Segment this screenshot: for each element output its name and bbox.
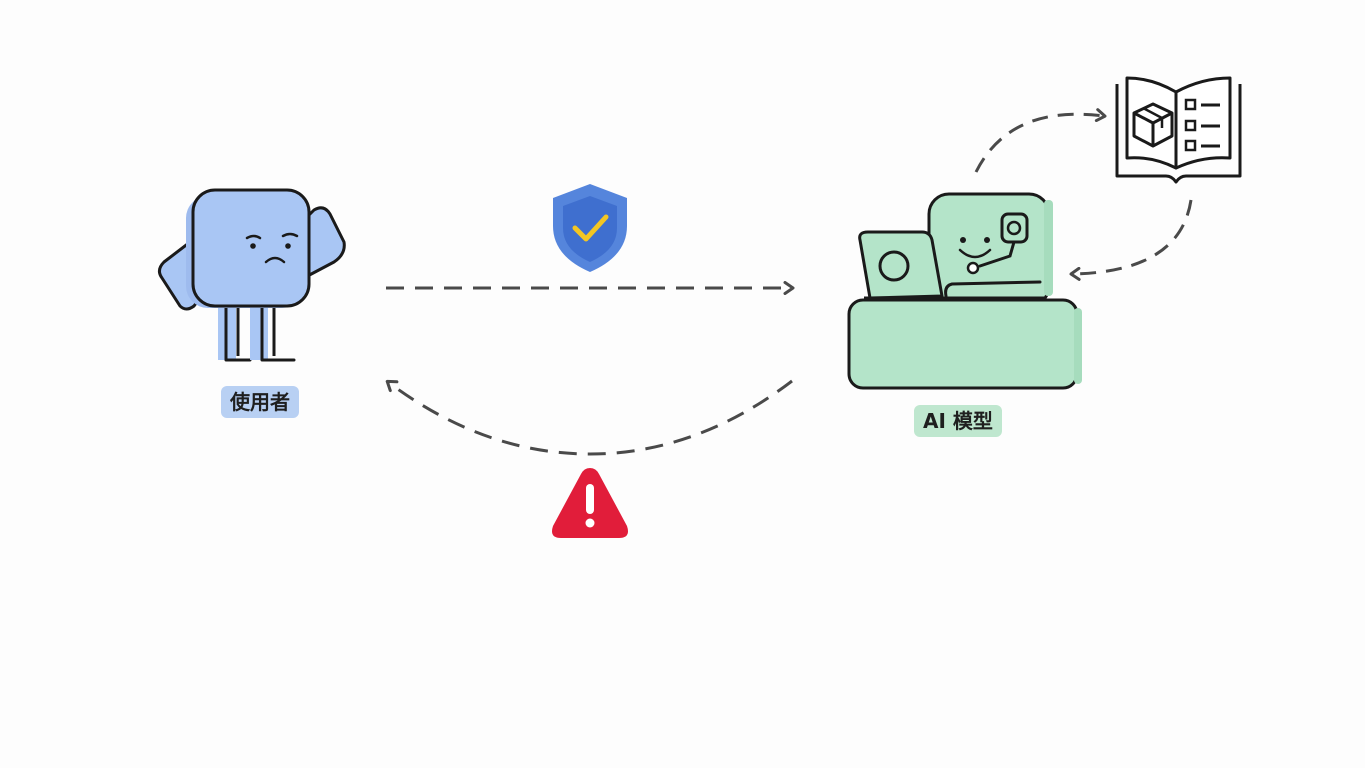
open-book-manual-icon (1115, 76, 1242, 184)
warning-triangle-icon (552, 468, 628, 538)
response-arrow (385, 379, 793, 456)
lookup-arrow (974, 108, 1107, 173)
shield-check-icon (553, 184, 627, 272)
retrieve-arrow (1069, 199, 1193, 281)
person-character-icon (157, 188, 346, 362)
robot-at-laptop-icon (847, 192, 1082, 390)
user-label: 使用者 (221, 386, 299, 418)
ai-model-label: AI 模型 (914, 405, 1002, 437)
